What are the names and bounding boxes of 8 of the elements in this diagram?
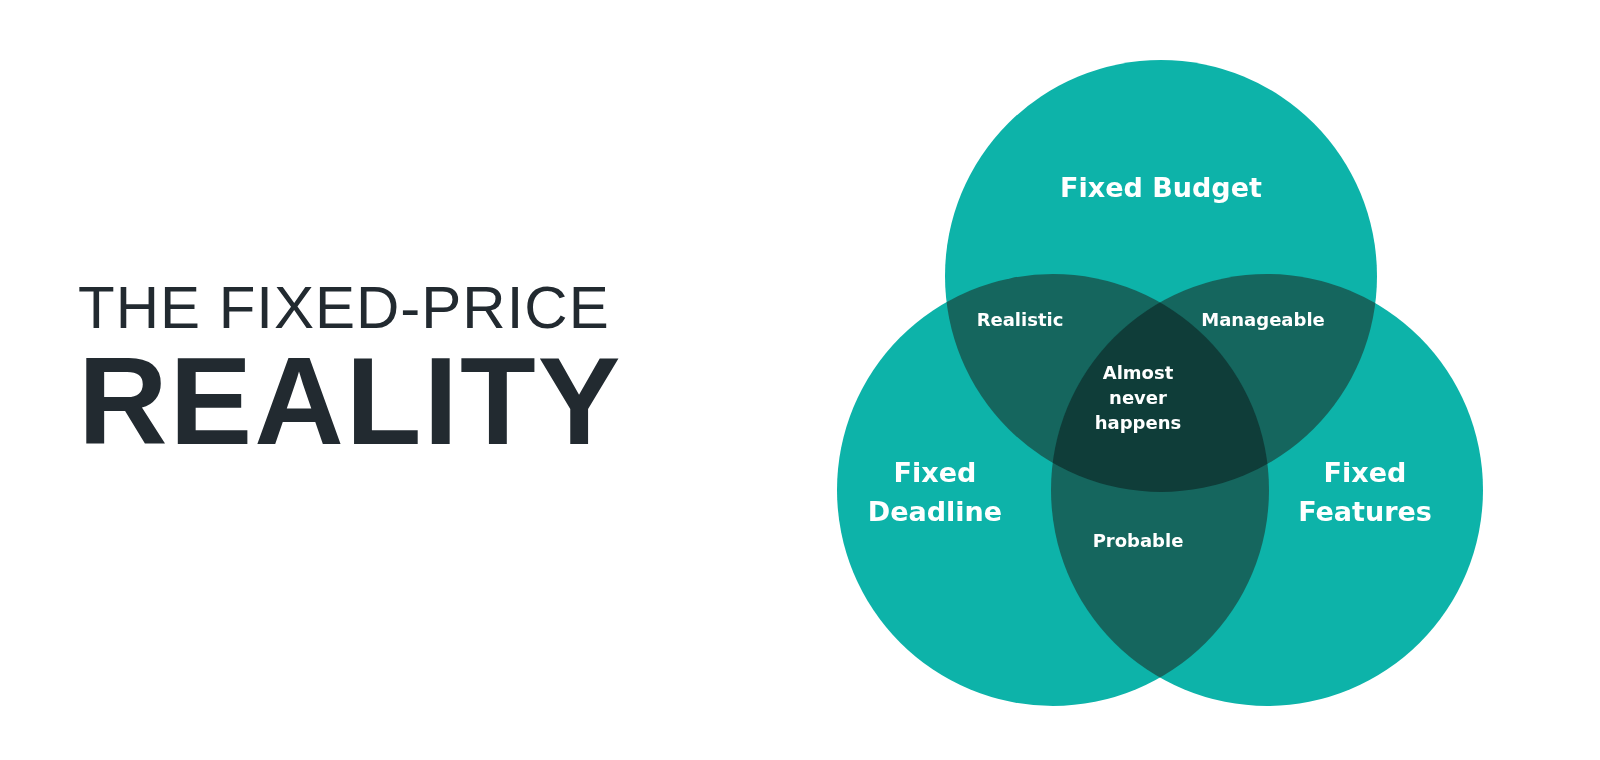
region-label: Realistic (975, 308, 1065, 333)
set-label: Fixed Budget (1059, 171, 1263, 206)
title-heading: THE FIXED-PRICE REALITY (78, 276, 623, 463)
region-label: Almost never happens (1093, 361, 1183, 436)
region-label: Manageable (1200, 308, 1326, 333)
region-label: Probable (1091, 529, 1185, 554)
set-label: Fixed Deadline (866, 455, 1004, 529)
set-label: Fixed Features (1297, 455, 1433, 529)
